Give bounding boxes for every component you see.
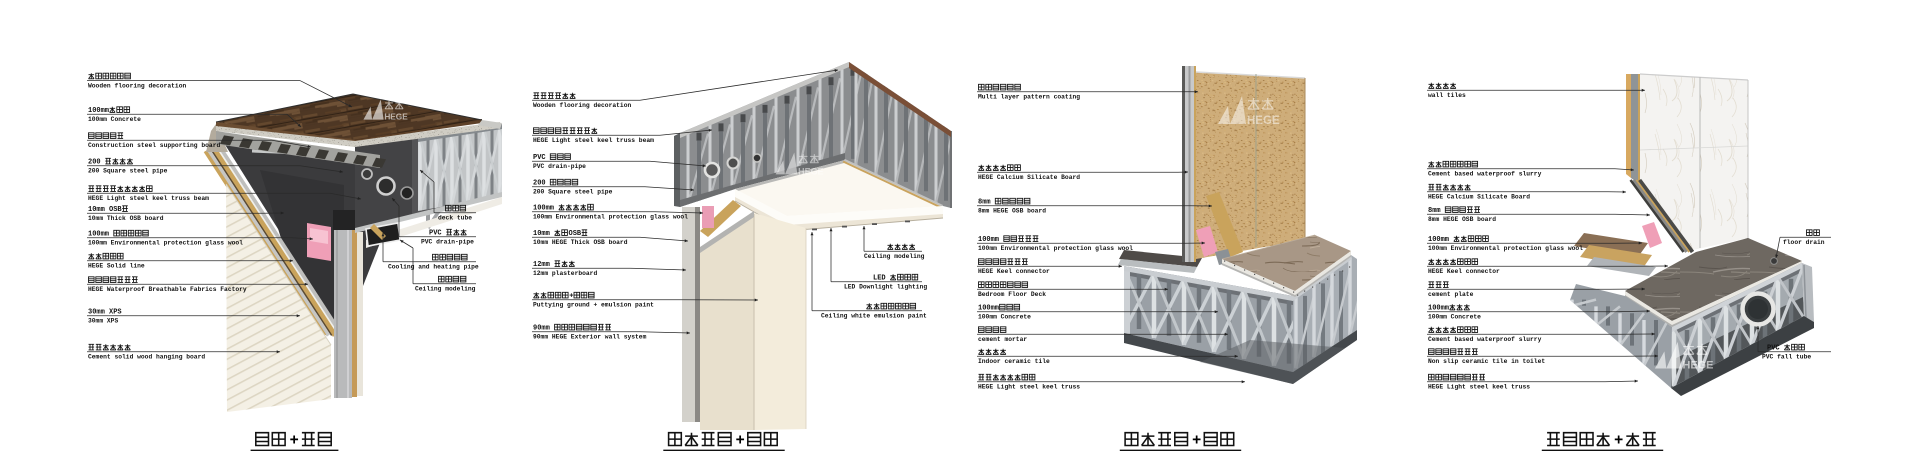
svg-text:+: + (1192, 432, 1201, 449)
svg-text:90mm: 90mm (533, 324, 550, 332)
svg-text:HEGE: HEGE (1247, 115, 1280, 127)
svg-text:Cooling and heating pipe: Cooling and heating pipe (388, 264, 479, 271)
svg-text:HEGE Light steel keel truss be: HEGE Light steel keel truss beam (88, 195, 209, 202)
svg-text:Construction steel supporting: Construction steel supporting board (88, 142, 220, 149)
svg-text:+: + (569, 292, 573, 300)
svg-text:200 Square steel pipe: 200 Square steel pipe (533, 189, 613, 196)
svg-text:cement plate: cement plate (1428, 291, 1474, 298)
svg-text:100mm: 100mm (88, 230, 109, 238)
svg-text:Wooden flooring decoration: Wooden flooring decoration (88, 82, 186, 89)
svg-text:200 Square steel pipe: 200 Square steel pipe (88, 168, 168, 175)
svg-text:Cement based waterproof slurry: Cement based waterproof slurry (1428, 336, 1542, 343)
svg-text:Multi layer pattern coating: Multi layer pattern coating (978, 94, 1080, 101)
svg-text:+: + (1614, 432, 1623, 449)
svg-text:100mm Environmental protection: 100mm Environmental protection glass woo… (1428, 245, 1583, 252)
svg-text:Cement based waterproof slurry: Cement based waterproof slurry (1428, 171, 1542, 178)
svg-text:LED: LED (873, 274, 886, 282)
svg-text:PVC: PVC (1767, 344, 1780, 352)
svg-text:wall tiles: wall tiles (1428, 92, 1466, 99)
svg-text:10mm: 10mm (533, 230, 550, 238)
svg-text:HEGE Calcium Silicate Board: HEGE Calcium Silicate Board (978, 174, 1080, 181)
svg-text:PVC fall tube: PVC fall tube (1762, 354, 1811, 361)
svg-text:HEGE Waterproof Breathable Fab: HEGE Waterproof Breathable Fabrics Facto… (88, 286, 247, 293)
svg-text:HEGE Light steel keel truss: HEGE Light steel keel truss (1428, 384, 1530, 391)
svg-text:10mm Thick OSB board: 10mm Thick OSB board (88, 215, 164, 222)
svg-text:10mm OSB: 10mm OSB (88, 206, 122, 214)
svg-text:Ceiling modeling: Ceiling modeling (864, 253, 925, 260)
svg-text:+: + (736, 432, 745, 449)
svg-text:8mm HEGE OSB board: 8mm HEGE OSB board (978, 208, 1046, 215)
svg-text:OSB: OSB (569, 230, 582, 238)
svg-text:Indoor ceramic tile: Indoor ceramic tile (978, 358, 1050, 365)
svg-text:8mm HEGE OSB board: 8mm HEGE OSB board (1428, 216, 1496, 223)
svg-text:HEGE Light steel keel truss be: HEGE Light steel keel truss beam (533, 137, 654, 144)
svg-text:+: + (290, 432, 299, 449)
svg-text:10mm HEGE Thick OSB board: 10mm HEGE Thick OSB board (533, 239, 628, 246)
svg-text:8mm: 8mm (978, 198, 991, 206)
svg-text:Puttying ground + emulsion pai: Puttying ground + emulsion paint (533, 302, 654, 309)
svg-text:Cement solid wood hanging boar: Cement solid wood hanging board (88, 354, 205, 361)
svg-text:100mm: 100mm (1428, 304, 1449, 312)
svg-text:90mm HEGE Exterior wall system: 90mm HEGE Exterior wall system (533, 334, 647, 341)
svg-text:HEGE: HEGE (384, 113, 408, 122)
svg-text:100mm: 100mm (978, 304, 999, 312)
svg-text:PVC drain-pipe: PVC drain-pipe (421, 239, 474, 246)
svg-text:Ceiling white emulsion paint: Ceiling white emulsion paint (821, 313, 927, 320)
svg-text:HEGE Keel connector: HEGE Keel connector (978, 268, 1050, 275)
svg-text:30mm XPS: 30mm XPS (88, 318, 118, 325)
svg-text:Bedroom Floor Deck: Bedroom Floor Deck (978, 291, 1046, 298)
svg-text:PVC drain-pipe: PVC drain-pipe (533, 163, 586, 170)
svg-text:HEGE Solid line: HEGE Solid line (88, 263, 145, 270)
svg-text:Ceiling modeling: Ceiling modeling (415, 286, 476, 293)
svg-text:200: 200 (88, 158, 101, 166)
svg-text:LED Downlight lighting: LED Downlight lighting (844, 284, 927, 291)
svg-text:100mm Concrete: 100mm Concrete (88, 116, 141, 123)
svg-text:200: 200 (533, 179, 546, 187)
svg-text:floor drain: floor drain (1783, 239, 1825, 246)
svg-text:PVC: PVC (429, 229, 442, 237)
svg-text:HEGE: HEGE (1682, 360, 1713, 372)
svg-text:12mm plasterboard: 12mm plasterboard (533, 270, 597, 277)
svg-text:8mm: 8mm (1428, 207, 1441, 215)
svg-text:100mm Environmental protection: 100mm Environmental protection glass woo… (88, 240, 243, 247)
svg-text:HEGE Light steel keel truss: HEGE Light steel keel truss (978, 384, 1080, 391)
svg-text:100mm: 100mm (533, 204, 554, 212)
svg-text:Wooden flooring decoration: Wooden flooring decoration (533, 102, 631, 109)
svg-text:HEGE: HEGE (798, 166, 823, 176)
svg-text:100mm: 100mm (978, 236, 999, 244)
svg-text:100mm: 100mm (88, 107, 109, 115)
svg-text:PVC: PVC (533, 154, 546, 162)
svg-text:100mm Concrete: 100mm Concrete (978, 314, 1031, 321)
svg-text:12mm: 12mm (533, 261, 550, 269)
svg-text:100mm Environmental protection: 100mm Environmental protection glass woo… (533, 214, 688, 221)
svg-text:cement mortar: cement mortar (978, 336, 1027, 343)
svg-text:Non slip ceramic tile in toile: Non slip ceramic tile in toilet (1428, 358, 1545, 365)
svg-text:HEGE Keel connector: HEGE Keel connector (1428, 268, 1500, 275)
svg-text:30mm XPS: 30mm XPS (88, 308, 122, 316)
svg-text:HEGE Calcium Silicate Board: HEGE Calcium Silicate Board (1428, 194, 1530, 201)
svg-text:deck tube: deck tube (438, 215, 472, 222)
svg-text:100mm: 100mm (1428, 236, 1449, 244)
svg-text:100mm Concrete: 100mm Concrete (1428, 314, 1481, 321)
svg-text:100mm Environmental protection: 100mm Environmental protection glass woo… (978, 245, 1133, 252)
